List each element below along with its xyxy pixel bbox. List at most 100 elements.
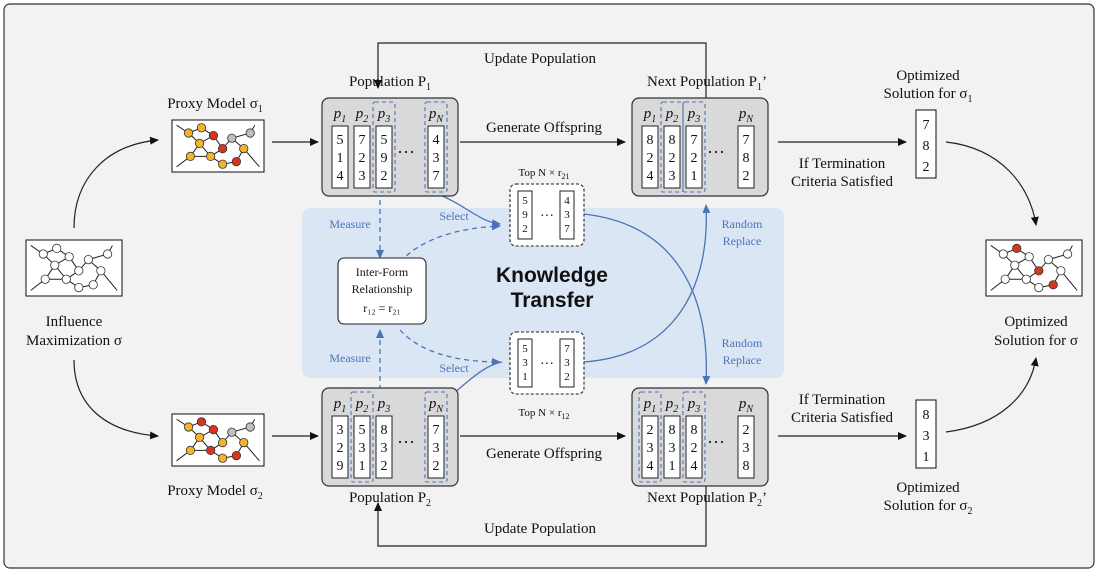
network-node — [52, 243, 62, 253]
termination-bottom-2: Criteria Satisfied — [791, 410, 894, 426]
network-node — [185, 445, 195, 455]
network-node — [206, 445, 216, 455]
random-replace-bottom-2: Replace — [723, 353, 762, 367]
ellipsis: ··· — [397, 432, 415, 452]
random-replace-bottom-1: Random — [722, 336, 763, 350]
network-node — [74, 282, 84, 293]
network-node — [1043, 255, 1054, 265]
gene-value: 7 — [743, 133, 750, 148]
top-n-r12-label: Top N × r12 — [518, 407, 569, 421]
network-node — [1012, 243, 1022, 253]
gene-value: 3 — [433, 441, 440, 456]
gene-value: 3 — [359, 169, 366, 184]
gene-value: 3 — [381, 441, 388, 456]
network-node — [218, 437, 228, 448]
termination-bottom-1: If Termination — [799, 392, 886, 408]
gene-value: 2 — [433, 459, 440, 474]
individual-column — [375, 415, 393, 479]
selected-individual-highlight — [638, 391, 662, 483]
gene-value: 1 — [359, 459, 366, 474]
selected-individual-highlight — [660, 101, 684, 193]
network-node — [38, 249, 48, 259]
random-replace-top-2: Replace — [723, 234, 762, 248]
gene-value: 5 — [522, 343, 528, 355]
gene-value: 2 — [669, 151, 676, 166]
network-node — [998, 249, 1008, 259]
ellipsis: ··· — [707, 142, 725, 162]
gene-value: 3 — [337, 423, 344, 438]
network-node — [218, 159, 228, 169]
selected-individual-highlight — [424, 391, 448, 483]
individual-column — [685, 415, 703, 479]
network-node — [74, 266, 84, 276]
gene-value: 3 — [743, 441, 750, 456]
network-node — [1000, 274, 1010, 284]
select-label-bottom: Select — [439, 361, 469, 375]
individual-column — [663, 125, 681, 189]
gene-value: 7 — [564, 343, 570, 355]
gene-value: 8 — [923, 408, 930, 423]
optimized-1-line-2: Solution for σ1 — [884, 86, 973, 105]
gene-value: 2 — [743, 423, 750, 438]
optimized-main-line-1: Optimized — [1004, 314, 1068, 330]
network-node — [218, 144, 228, 154]
individual-column — [663, 415, 681, 479]
gene-value: 2 — [691, 441, 698, 456]
selected-individual — [517, 338, 533, 388]
gene-value: 8 — [743, 151, 750, 166]
gene-value: 1 — [923, 450, 930, 465]
network-node — [208, 424, 218, 435]
influence-title-2: Maximization σ — [26, 333, 122, 349]
proxy-model-1-network-icon — [171, 119, 265, 173]
network-node — [96, 266, 106, 276]
individual-header: p3 — [377, 106, 391, 125]
gene-value: 5 — [522, 195, 528, 207]
network-node — [1034, 282, 1044, 293]
network-node — [218, 453, 228, 463]
flow-arrows — [73, 42, 1039, 547]
ellipsis: ··· — [540, 357, 554, 372]
gene-value: 2 — [647, 423, 654, 438]
individual-column — [427, 125, 445, 189]
gene-value: 4 — [691, 459, 698, 474]
gene-value: 8 — [743, 459, 750, 474]
knowledge-transfer-title-2: Transfer — [511, 289, 594, 312]
selected-individual — [559, 338, 575, 388]
gene-value: 7 — [923, 118, 930, 133]
generate-offspring-top: Generate Offspring — [486, 120, 602, 136]
individual-header: p3 — [687, 106, 701, 125]
gene-value: 5 — [359, 423, 366, 438]
next-population-2-title: Next Population P2’ — [647, 490, 767, 509]
individual-header: p2 — [665, 396, 679, 415]
influence-network-icon — [25, 239, 123, 297]
individual-header: p3 — [377, 396, 391, 415]
update-population-top: Update Population — [484, 51, 597, 67]
network-node — [1010, 260, 1020, 270]
ellipsis: ··· — [540, 209, 554, 224]
optimized-network-icon — [985, 239, 1083, 297]
individual-header: p1 — [333, 396, 347, 415]
selected-individual-highlight — [682, 391, 706, 483]
gene-value: 7 — [433, 423, 440, 438]
solution-sigma-1: 782 — [915, 109, 937, 179]
network-node — [64, 252, 74, 262]
individual-header: p2 — [665, 106, 679, 125]
selected-individual-highlight — [424, 101, 448, 193]
optimized-2-line-1: Optimized — [896, 480, 960, 496]
individual-header: pN — [428, 106, 445, 125]
gene-value: 2 — [337, 441, 344, 456]
network-node — [227, 133, 237, 143]
individual-header: p1 — [333, 106, 347, 125]
inter-form-relationship-box: Inter-Form Relationship r₁₂ = r₂₁ — [337, 257, 427, 325]
gene-value: 3 — [433, 151, 440, 166]
network-node — [206, 151, 216, 161]
network-node — [1063, 249, 1073, 259]
network-node — [195, 138, 205, 148]
gene-value: 2 — [359, 151, 366, 166]
individual-column — [641, 415, 659, 479]
gene-value: 5 — [337, 133, 344, 148]
gene-value: 9 — [522, 209, 528, 221]
